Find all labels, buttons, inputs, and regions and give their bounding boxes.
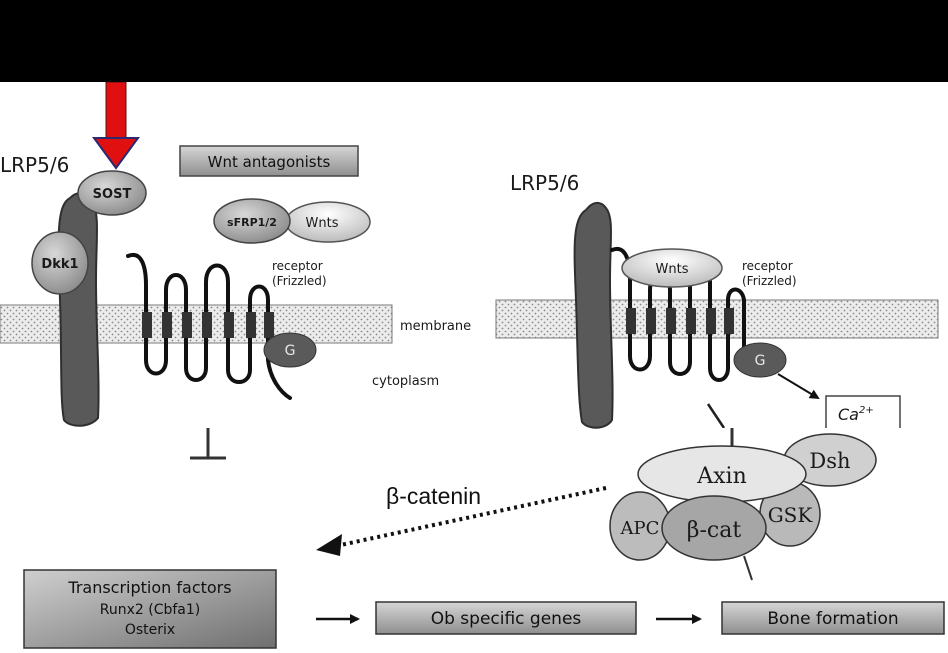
sost-protein	[77, 170, 147, 216]
calcium-symbol: Ca	[838, 405, 859, 424]
membrane-right	[495, 299, 939, 339]
receptor-label-left-1: receptor	[272, 259, 323, 273]
g-protein-right	[733, 342, 787, 378]
receptor-label-left-2: (Frizzled)	[272, 274, 327, 288]
destruction-complex: Dsh GSK APC Axin β-cat	[604, 428, 924, 581]
wnt-antagonists-label: Wnt antagonists	[208, 153, 331, 171]
beta-cat-label: β-cat	[687, 518, 742, 543]
right-panel: LRP5/6 Wnts receptor (Frizzled) G	[495, 171, 939, 431]
receptor-label-right-1: receptor	[742, 259, 793, 273]
beta-catenin-arrow	[316, 486, 607, 556]
tf-title: Transcription factors	[67, 578, 231, 597]
bone-formation-box	[721, 601, 945, 635]
cytoplasm-label: cytoplasm	[372, 374, 439, 389]
frizzled-receptor-left	[126, 252, 292, 400]
dkk1-label: Dkk1	[41, 257, 78, 272]
ob-genes-box	[375, 601, 637, 635]
wnts-right-label: Wnts	[656, 262, 689, 277]
sost-label: SOST	[93, 187, 132, 202]
dsh-label: Dsh	[809, 449, 850, 473]
tf-runx2: Runx2 (Cbfa1)	[100, 602, 201, 618]
signal-line	[706, 403, 726, 429]
complex-stem-bottom	[743, 555, 753, 581]
beta-catenin-label: β-catenin	[386, 483, 481, 509]
sfrp-protein	[213, 198, 291, 244]
frizzled-receptor-right	[610, 246, 746, 382]
calcium-charge: 2+	[859, 405, 874, 416]
sfrp-label: sFRP1/2	[227, 216, 277, 229]
membrane-label: membrane	[400, 319, 471, 334]
calcium-label: Ca2+	[838, 405, 874, 424]
receptor-label-right-2: (Frizzled)	[742, 274, 797, 288]
dkk1-protein	[31, 231, 89, 295]
lrp-label-left: LRP5/6	[0, 153, 69, 177]
inhibition-symbol	[190, 428, 226, 460]
frizzled-tm-bars-left	[142, 312, 274, 338]
transcription-factors-box	[23, 569, 277, 649]
bone-formation-label: Bone formation	[767, 609, 898, 629]
pipeline: Transcription factors Runx2 (Cbfa1) Oste…	[23, 569, 945, 649]
axin-label: Axin	[696, 464, 747, 489]
apc-label: APC	[620, 518, 660, 539]
tf-osterix: Osterix	[125, 622, 175, 638]
g-protein-right-label: G	[755, 353, 766, 369]
wnts-left-label: Wnts	[306, 216, 339, 231]
frizzled-tm-bars-right	[626, 308, 734, 334]
wnt-antagonists-box	[179, 145, 359, 177]
membrane-left	[0, 304, 393, 344]
left-panel: SOST Dkk1 LRP5/6 Wnt antagonists Wnts sF…	[0, 81, 471, 460]
g-protein-left	[263, 332, 317, 368]
wnts-right	[621, 248, 723, 288]
lrp-receptor-right	[573, 202, 614, 429]
g-to-calcium-arrow	[777, 373, 820, 400]
red-arrow	[92, 81, 140, 170]
beta-cat-protein	[661, 495, 767, 561]
lrp-receptor-left	[57, 191, 100, 427]
ob-genes-label: Ob specific genes	[431, 609, 582, 629]
lrp-label-right: LRP5/6	[510, 171, 579, 195]
gsk-label: GSK	[768, 503, 814, 527]
black-header-bar	[0, 0, 948, 82]
g-protein-left-label: G	[285, 343, 296, 359]
